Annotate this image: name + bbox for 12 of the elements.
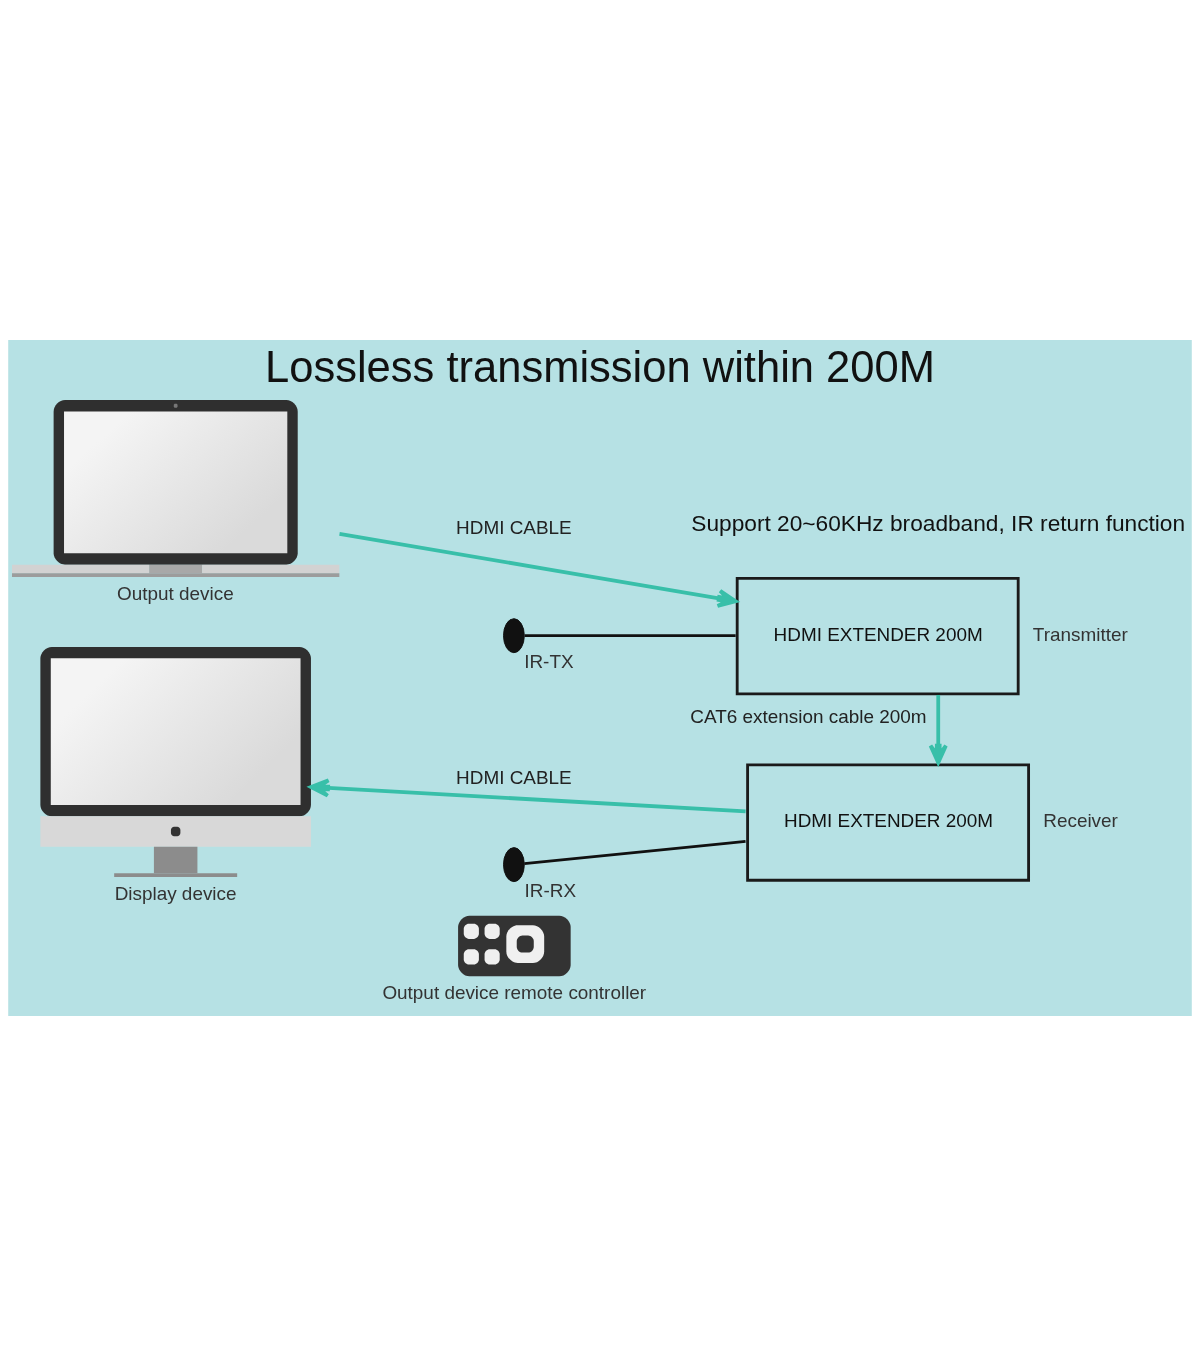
edge-label: CAT6 extension cable 200m <box>690 705 927 727</box>
node-label: Transmitter <box>1032 623 1128 645</box>
node-label: IR-RX <box>524 879 577 901</box>
label: Support 20~60KHz broadband, IR return function <box>691 509 1186 536</box>
node-label: IR-TX <box>524 650 574 672</box>
diagram-title: Lossless transmission within 200M <box>265 342 935 391</box>
edge-label: HDMI CABLE <box>456 516 572 538</box>
node-label: Display device <box>114 882 237 904</box>
node-label: Receiver <box>1043 809 1118 831</box>
node-label: Output device <box>117 582 234 604</box>
edge-label: HDMI CABLE <box>456 766 572 788</box>
node-label: Output device remote controller <box>382 981 647 1003</box>
